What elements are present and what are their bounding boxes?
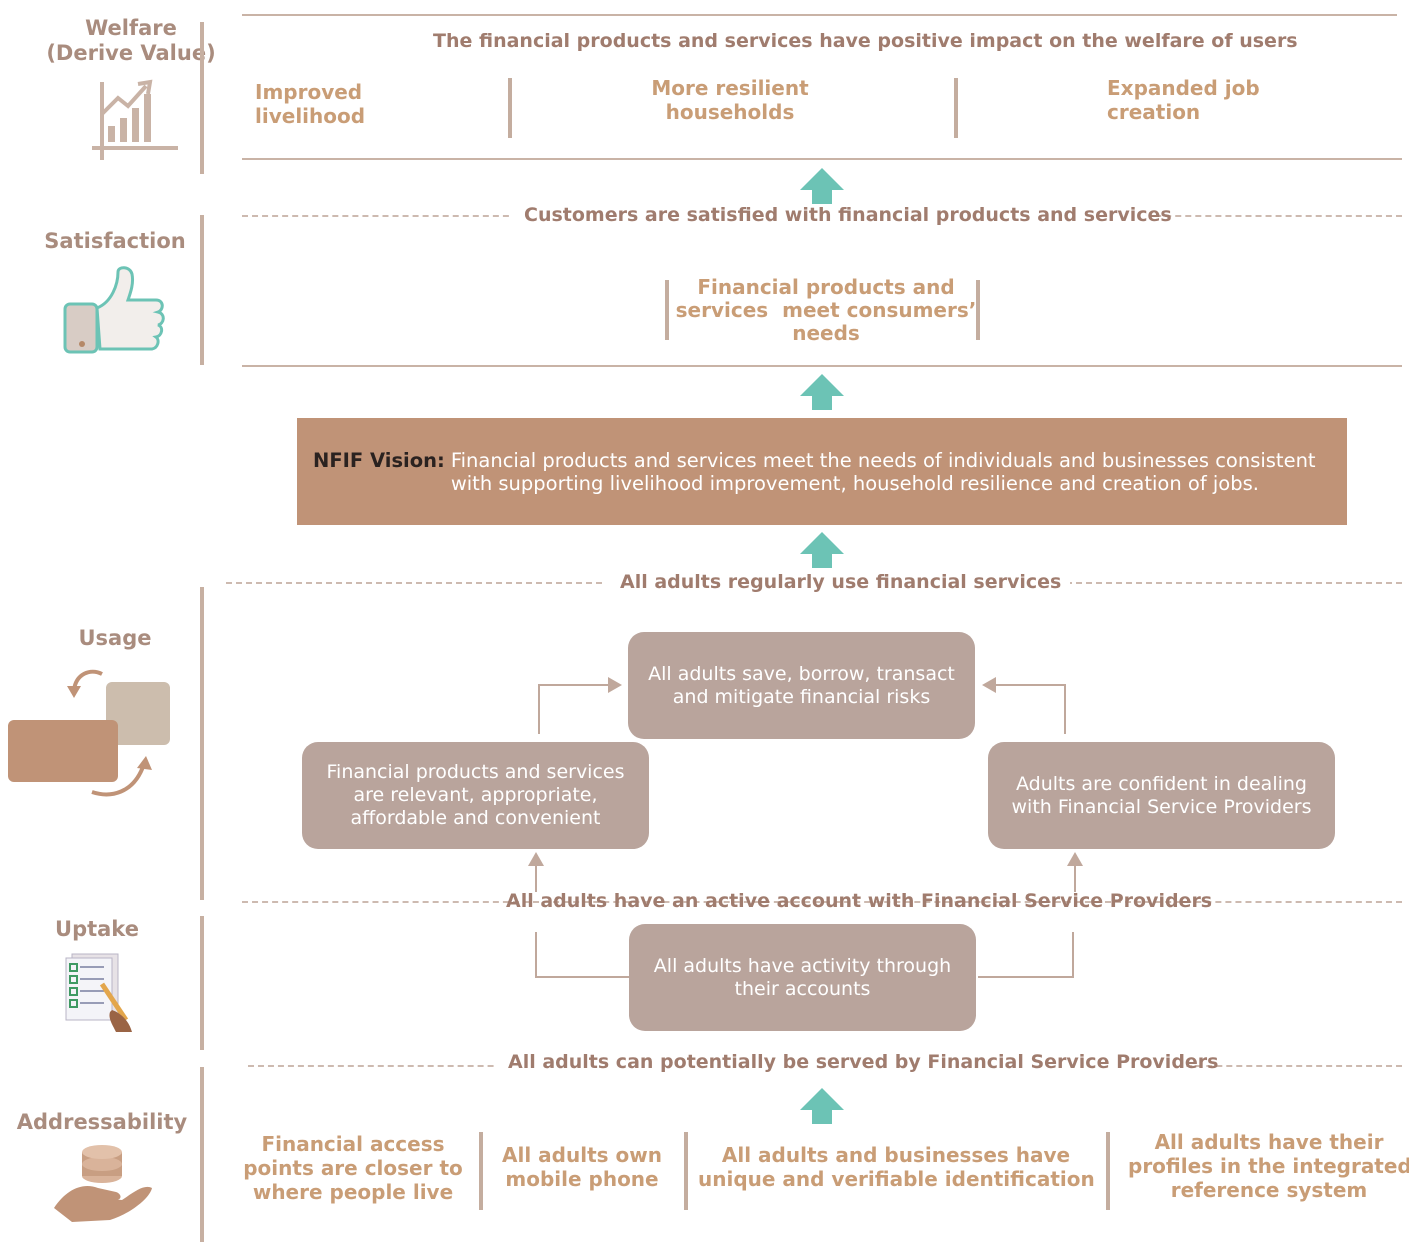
addressability-item-identification: All adults and businesses have unique an… bbox=[698, 1143, 1095, 1191]
stage-label-uptake: Uptake bbox=[55, 917, 139, 941]
connector-uptake-right bbox=[978, 932, 1074, 978]
welfare-heading: The financial products and services have… bbox=[419, 30, 1298, 52]
stage-label-satisfaction: Satisfaction bbox=[44, 229, 186, 253]
vision-lead: NFIF Vision: bbox=[313, 448, 445, 472]
uptake-box-account-activity: All adults have activity through their a… bbox=[629, 924, 976, 1031]
satisfaction-bottom-rule bbox=[242, 365, 1402, 367]
arrowhead-right-icon bbox=[608, 677, 622, 693]
stage-divider-satisfaction bbox=[200, 215, 204, 365]
welfare-bottom-rule bbox=[242, 158, 1402, 160]
vision-text: Financial products and services meet the… bbox=[450, 448, 1316, 495]
arrowhead-left-icon bbox=[982, 677, 996, 693]
connector-up-left bbox=[535, 862, 537, 892]
uptake-heading: All adults have an active account with F… bbox=[506, 890, 1213, 912]
welfare-top-rule bbox=[242, 14, 1397, 16]
thumbs-up-icon bbox=[63, 266, 165, 354]
usage-box-confident-adults: Adults are confident in dealing with Fin… bbox=[988, 742, 1335, 849]
addressability-heading: All adults can potentially be served by … bbox=[494, 1051, 1219, 1073]
growth-chart-icon bbox=[92, 79, 178, 160]
stage-divider-welfare bbox=[200, 22, 204, 174]
usage-box-relevant-products: Financial products and services are rele… bbox=[302, 742, 649, 849]
connector-left-to-top bbox=[538, 684, 618, 734]
exchange-cycle-icon bbox=[8, 669, 170, 797]
connector-uptake-left bbox=[535, 932, 629, 978]
welfare-item-households: More resilient households bbox=[651, 76, 809, 124]
stage-divider-uptake bbox=[200, 916, 204, 1050]
addressability-separator bbox=[479, 1132, 483, 1210]
addressability-item-access-points: Financial access points are closer to wh… bbox=[243, 1132, 463, 1204]
addressability-separator bbox=[684, 1132, 688, 1210]
addressability-item-mobile-phone: All adults own mobile phone bbox=[502, 1143, 662, 1191]
connector-up-right bbox=[1074, 862, 1076, 892]
nfif-vision-banner: NFIF Vision: Financial products and serv… bbox=[297, 418, 1347, 525]
welfare-item-livelihood: Improved livelihood bbox=[255, 80, 366, 128]
stage-label-welfare: Welfare (Derive Value) bbox=[46, 16, 216, 65]
satisfaction-separator-right bbox=[976, 280, 980, 340]
up-arrow-icon bbox=[800, 1088, 844, 1124]
usage-heading: All adults regularly use financial servi… bbox=[606, 571, 1070, 593]
satisfaction-item-needs: Financial products and services meet con… bbox=[675, 275, 977, 345]
stage-divider-addressability bbox=[200, 1067, 204, 1242]
coins-hand-icon bbox=[54, 1145, 152, 1222]
up-arrow-icon bbox=[800, 532, 844, 568]
stage-divider-usage bbox=[200, 587, 204, 900]
stage-label-addressability: Addressability bbox=[16, 1110, 188, 1134]
welfare-item-jobs: Expanded job creation bbox=[1107, 76, 1260, 124]
addressability-separator bbox=[1106, 1132, 1110, 1210]
connector-right-to-top bbox=[990, 684, 1066, 734]
addressability-item-reference-system: All adults have their profiles in the in… bbox=[1128, 1130, 1409, 1202]
up-arrow-icon bbox=[800, 374, 844, 410]
stage-label-usage: Usage bbox=[78, 626, 152, 650]
satisfaction-heading: Customers are satisfied with financial p… bbox=[510, 204, 1172, 226]
checklist-pen-icon bbox=[65, 953, 132, 1032]
arrowhead-up-icon bbox=[1067, 852, 1083, 866]
uptake-dashed-rule bbox=[242, 901, 1402, 903]
welfare-separator bbox=[508, 78, 512, 138]
satisfaction-separator-left bbox=[665, 280, 669, 340]
up-arrow-icon bbox=[800, 168, 844, 204]
usage-box-save-borrow: All adults save, borrow, transact and mi… bbox=[628, 632, 975, 739]
welfare-separator bbox=[954, 78, 958, 138]
arrowhead-up-icon bbox=[528, 852, 544, 866]
